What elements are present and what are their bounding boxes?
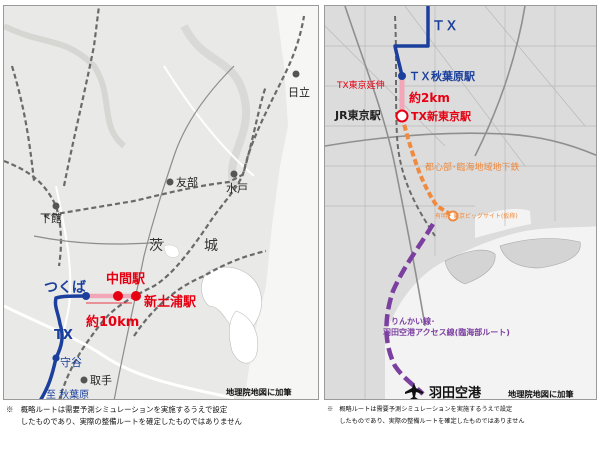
akihabara-label: 至 秋葉原 [46, 388, 89, 400]
rail-tohoku-line [10, 65, 36, 182]
airplane-icon [405, 383, 423, 399]
mito-label: 水戸 [226, 182, 248, 195]
road-route [33, 235, 165, 245]
toride-label: 取手 [90, 373, 112, 387]
right-map: ＴＸ ＴＸ秋葉原駅 TX東京延伸 約2km JR東京駅 TX新東京駅 都心部･臨… [324, 5, 597, 400]
tx-line [39, 294, 88, 399]
extension-distance-label: 約2km [409, 90, 450, 105]
area-label-ibaraki-2: 城 [204, 238, 218, 254]
tomobe-marker [166, 178, 174, 186]
rail-suigun-line [242, 85, 268, 172]
landfill-area [444, 249, 496, 285]
river-tone [4, 304, 235, 399]
tx-line-label: TX [54, 328, 73, 343]
landfill-area [499, 238, 581, 269]
right-note-line-1: ※ 概略ルートは需要予測シミュレーションを実施するうえで設定 [327, 406, 513, 413]
shin-tsuchiura-station-label: 新土浦駅 [144, 294, 197, 310]
terrain-ridge [180, 24, 250, 188]
tomobe-label: 友部 [176, 175, 198, 189]
tx-extension-label: TX東京延伸 [336, 79, 385, 91]
tokyo-bay [385, 226, 596, 399]
subway-label: 都心部･臨海地域地下鉄 [425, 161, 520, 173]
left-note-line-2: したものであり、実際の整備ルートを確定したものではありません [6, 417, 242, 426]
haneda-label: 羽田空港 [429, 385, 482, 400]
moriya-station-marker [52, 354, 60, 362]
hitachi-label: 日立 [288, 85, 310, 99]
rail-ryomo-line [4, 159, 63, 267]
rail-mito-line [43, 173, 245, 218]
left-map-canvas: 日立 友部 水戸 下館 取手 守谷 至 秋葉原 つくば TX 茨 城 中間駅 新… [4, 6, 318, 400]
canal-water [475, 208, 531, 238]
left-map: 日立 友部 水戸 下館 取手 守谷 至 秋葉原 つくば TX 茨 城 中間駅 新… [3, 5, 319, 400]
subway-route [400, 115, 455, 218]
toride-marker [80, 376, 88, 384]
left-note-line-1: ※ 概略ルートは需要予測シミュレーションを実施するうえで設定 [6, 405, 228, 414]
terrain-ridge [4, 23, 127, 149]
tsukuba-label: つくば [44, 280, 86, 296]
moriya-label: 守谷 [60, 355, 82, 369]
rail-joban-line [58, 15, 306, 399]
tsukuba-station-marker [82, 292, 90, 300]
sea-area [244, 6, 318, 399]
big-sight-label: 有明・東京ビッグサイト(仮称) [435, 212, 518, 220]
road-expressway [113, 65, 235, 399]
rinkai-label-1: りんかい線･ [391, 316, 435, 326]
intermediate-station-label: 中間駅 [106, 271, 146, 287]
right-map-canvas: ＴＸ ＴＸ秋葉原駅 TX東京延伸 約2km JR東京駅 TX新東京駅 都心部･臨… [325, 6, 596, 400]
distance-label: 約10km [86, 314, 139, 330]
tx-shin-tokyo-marker [395, 109, 409, 123]
tx-line [393, 6, 430, 77]
mito-marker [230, 170, 238, 178]
left-credit: 地理院地図に加筆 [226, 387, 292, 397]
lake-small [163, 244, 180, 258]
area-label-ibaraki-1: 茨 [149, 238, 163, 254]
big-sight-marker [447, 210, 459, 222]
right-credit: 地理院地図に加筆 [508, 389, 574, 399]
rail-mooka-line [62, 6, 101, 187]
right-note-line-2: したものであり、実際の整備ルートを確定したものではありません [327, 418, 525, 425]
tx-akihabara-marker [398, 72, 406, 80]
tx-akihabara-label: ＴＸ秋葉原駅 [409, 69, 475, 83]
rinkai-label-2: 羽田空港アクセス線(臨海部ルート) [383, 327, 510, 337]
tx-line-label: ＴＸ [432, 19, 458, 34]
lake-kitaura [229, 310, 258, 364]
river-naka [163, 65, 255, 177]
shimodate-marker [52, 202, 60, 210]
shin-tsuchiura-station-marker [131, 291, 141, 301]
rail-kashima-line [133, 249, 267, 337]
rinkai-route [384, 222, 435, 396]
tx-shin-tokyo-label: TX新東京駅 [411, 109, 471, 123]
jr-tokyo-label: JR東京駅 [334, 108, 381, 122]
shimodate-label: 下館 [40, 211, 62, 225]
hitachi-marker [292, 70, 300, 78]
intermediate-station-marker [113, 291, 123, 301]
